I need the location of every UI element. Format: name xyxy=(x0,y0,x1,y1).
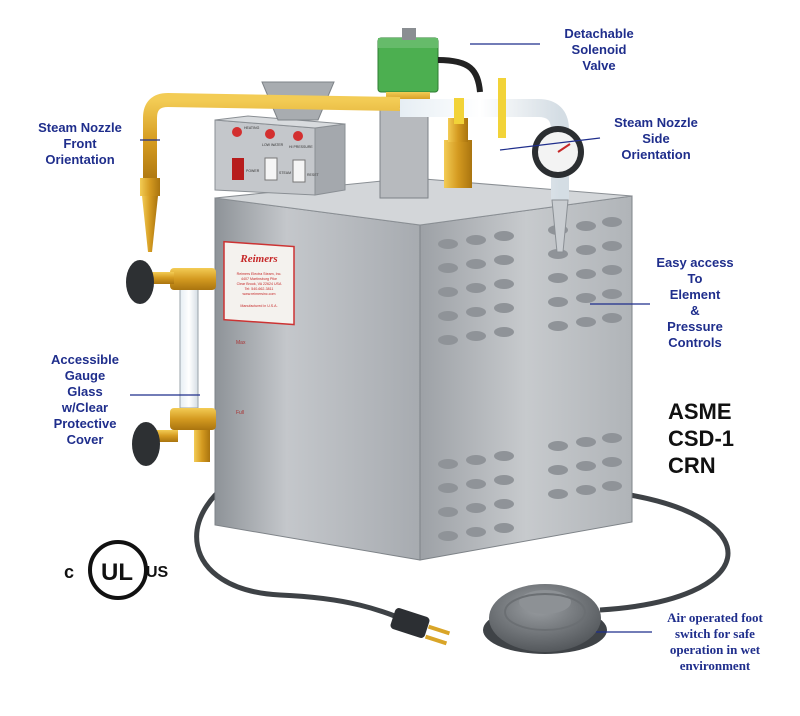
panel-label-power: POWER xyxy=(246,169,260,173)
cert-asme: ASME xyxy=(668,399,732,424)
nameplate-brand: Reimers xyxy=(239,253,277,265)
nameplate-line-3: Clear Brook, VA 22624 USA xyxy=(237,282,282,286)
air-hose xyxy=(599,492,731,613)
power-switch xyxy=(232,158,244,180)
panel-label-low-water: LOW WATER xyxy=(262,143,284,147)
reset-switch xyxy=(292,159,306,183)
ul-mark xyxy=(88,540,148,600)
steam-switch xyxy=(264,157,278,181)
callout-solenoid-valve: Detachable Solenoid Valve xyxy=(564,26,634,73)
panel-label-heating: HEATING xyxy=(244,126,260,130)
steam-nozzle-front xyxy=(140,93,401,252)
panel-label-reset: RESET xyxy=(307,173,320,177)
riser-block xyxy=(379,109,429,199)
certifications: ASME CSD-1 CRN xyxy=(668,398,734,479)
callout-steam-nozzle-front: Steam Nozzle Front Orientation xyxy=(38,120,122,167)
foot-switch xyxy=(483,584,607,654)
power-plug xyxy=(390,608,451,646)
cert-csd1: CSD-1 xyxy=(668,426,735,451)
nameplate-footer: Manufactured in U.S.A. xyxy=(240,304,277,308)
power-cord xyxy=(194,467,411,625)
pressure-gauge xyxy=(532,126,584,178)
ul-mark-us: US xyxy=(146,564,169,581)
heating-light xyxy=(232,127,242,137)
cabinet-side xyxy=(419,195,633,561)
ul-mark-c: c xyxy=(64,562,75,582)
vent-louvers-lower xyxy=(438,433,622,541)
gauge-glass-assembly xyxy=(126,260,216,466)
nameplate-line-1: Reimers Electra Steam, Inc. xyxy=(237,272,282,276)
callout-steam-nozzle-side: Steam Nozzle Side Orientation xyxy=(614,115,698,162)
control-box xyxy=(214,115,346,196)
cert-crn: CRN xyxy=(668,453,716,478)
gauge-mark-max: Max xyxy=(236,340,246,346)
callout-leader-lines xyxy=(130,43,652,633)
callout-gauge-glass: Accessible Gauge Glass w/Clear Protectiv… xyxy=(51,352,119,447)
nameplate-line-4: Tel: 540-662-3811 xyxy=(245,287,274,291)
callout-easy-access: Easy access To Element & Pressure Contro… xyxy=(656,255,734,350)
nameplate: Reimers Reimers Electra Steam, Inc. 4407… xyxy=(223,240,295,326)
low-water-light xyxy=(265,129,275,139)
gauge-mark-full: Full xyxy=(236,410,244,416)
nameplate-line-2: 4407 Martinsburg Pike xyxy=(241,277,277,281)
ul-mark-ul: UL xyxy=(101,559,133,586)
brass-fittings xyxy=(444,78,506,188)
callout-foot-switch: Air operated foot switch for safe operat… xyxy=(667,610,763,673)
panel-label-steam: STEAM xyxy=(279,171,291,175)
solenoid-valve xyxy=(377,28,483,108)
nameplate-line-5: www.reimersinc.com xyxy=(243,292,276,296)
panel-label-hi-pressure: HI PRESSURE xyxy=(289,145,313,149)
hi-pressure-light xyxy=(293,131,303,141)
